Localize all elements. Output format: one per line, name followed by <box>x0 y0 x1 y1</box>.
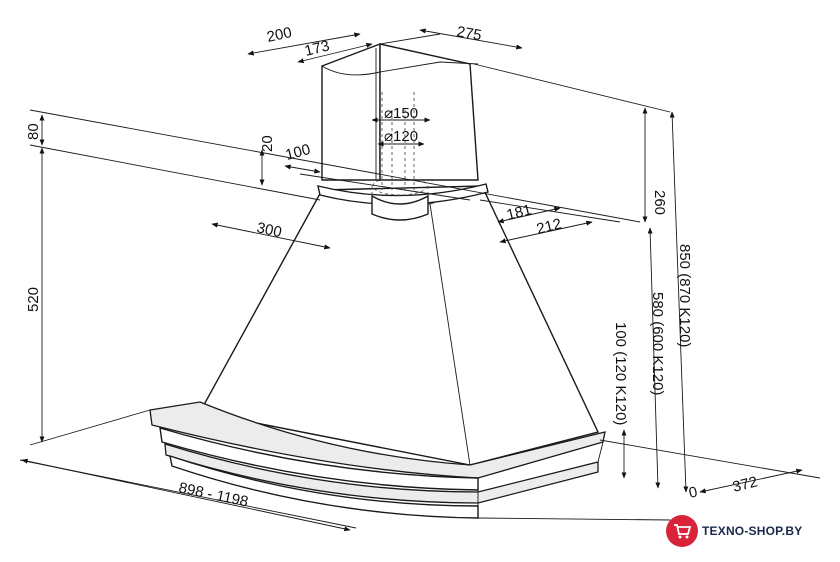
label-520: 520 <box>25 287 42 312</box>
label-850: 850 (870 K120) <box>676 244 693 347</box>
label-212: 212 <box>535 215 563 238</box>
cart-logo-icon <box>666 515 698 547</box>
watermark-text: TEXNO-SHOP.BY <box>702 524 803 538</box>
label-580: 580 (600 K120) <box>649 292 666 395</box>
dimension-arrows <box>21 28 803 532</box>
label-260: 260 <box>651 190 668 215</box>
label-173: 173 <box>303 37 331 60</box>
label-181: 181 <box>505 201 533 224</box>
label-372-prefix: 0 - <box>687 482 708 502</box>
label-duct-120: ⌀120 <box>384 128 418 145</box>
label-372: 372 <box>731 473 759 496</box>
label-80: 80 <box>25 123 42 140</box>
label-20: 20 <box>259 135 276 152</box>
label-275: 275 <box>455 23 483 44</box>
extension-lines <box>19 63 821 529</box>
label-100-rim: 100 (120 K120) <box>612 322 629 425</box>
label-300: 300 <box>255 219 283 241</box>
hood-collar <box>317 176 489 221</box>
label-200: 200 <box>265 24 293 46</box>
label-duct-150: ⌀150 <box>384 105 418 122</box>
label-100: 100 <box>284 141 313 164</box>
site-watermark: TEXNO-SHOP.BY <box>666 514 802 548</box>
